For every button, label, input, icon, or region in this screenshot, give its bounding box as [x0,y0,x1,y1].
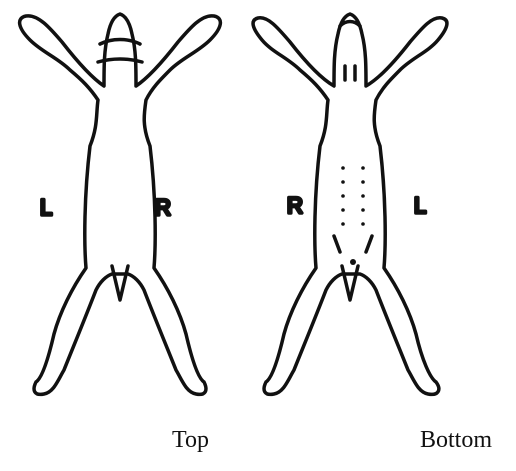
top-view-caption: Top [172,428,209,452]
top-view-head-line [98,59,142,62]
bottom-view-belly-cut-left [334,236,340,252]
bottom-view-tail [342,266,358,300]
bottom-view-left-label: R [287,193,303,218]
bottom-view-belly-cut-right [366,236,372,252]
top-view-head-arc [100,40,140,45]
bottom-view-teat-dots [341,166,365,265]
bottom-view-right-label: L [414,193,426,218]
top-view-right-label: R [155,195,171,220]
top-view-left-label: L [40,195,52,220]
bottom-view-caption: Bottom [420,428,492,452]
bottom-view-mouth [340,22,360,27]
top-view-tail [112,266,128,300]
